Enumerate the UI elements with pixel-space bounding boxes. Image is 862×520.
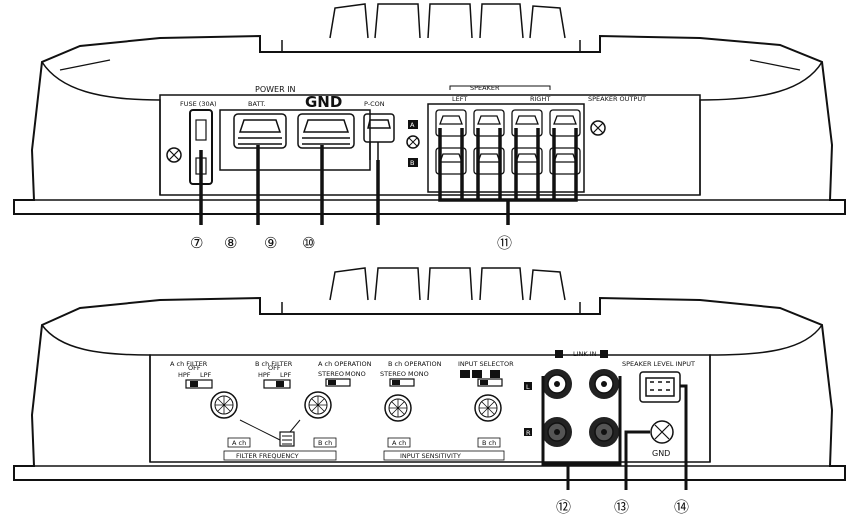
b-hpf-label: HPF [258,371,271,379]
a-gain-knob[interactable] [384,394,412,422]
right-screw-icon [590,120,606,136]
b-off-label: OFF [268,364,281,372]
bottom-amplifier-view: A ch FILTER B ch FILTER A ch OPERATION B… [13,267,846,516]
speaker-output-label: SPEAKER OUTPUT [588,95,646,103]
callout-leaders-bottom [541,376,688,490]
b-gain-knob[interactable] [474,394,502,422]
speaker-label: SPEAKER [470,84,500,92]
rcon-label: P-CON [364,100,385,108]
rca-jack-b-r[interactable] [589,417,619,447]
gnd-terminal [297,113,355,149]
speaker-terminals [435,109,581,175]
callout-10: ⑩ [302,234,315,252]
b-frequency-knob[interactable] [304,391,332,419]
gnd-small-label: GND [652,449,670,458]
a-ch-freq-tag: A ch [232,439,246,447]
callout-11: ⑪ [497,234,512,252]
rca-jack-b-l[interactable] [589,369,619,399]
a-stereo-label: STEREO [318,370,344,378]
input-selector-a-box [460,370,470,378]
filter-frequency-label: FILTER FREQUENCY [236,452,299,460]
b-filter-label: B ch FILTER [255,360,293,368]
top-heatsink-fins [281,3,581,53]
callout-9: ⑨ [264,234,277,252]
input-selector-switch[interactable] [477,378,503,387]
input-selector-ab-box [472,370,482,378]
a-operation-switch[interactable] [325,378,351,387]
bottom-heatsink-fins [281,267,581,315]
callout-7: ⑦ [190,234,203,252]
rca-jack-a-r[interactable] [542,417,572,447]
b-ch-freq-tag: B ch [318,439,332,447]
link-in-r-label: R [526,429,531,437]
speaker-level-input-connector[interactable] [639,371,681,403]
link-in-b-marker [600,350,608,358]
callout-8: ⑧ [224,234,237,252]
power-terminal-block [219,109,371,171]
b-lpf-label: LPF [280,371,292,379]
callout-14: ⑭ [674,498,689,516]
top-body-outline [13,34,846,215]
b-mono-label: MONO [408,370,429,378]
center-screw-icon [406,135,420,149]
ch-b-marker-text: B [410,159,414,167]
b-filter-switch[interactable] [263,379,291,389]
link-in-a-marker [555,350,563,358]
a-filter-label: A ch FILTER [170,360,208,368]
a-lpf-label: LPF [200,371,212,379]
speaker-wires [438,128,578,225]
gnd-screw-icon [650,420,674,444]
b-stereo-label: STEREO [380,370,406,378]
bottom-control-panel [149,354,711,463]
a-hpf-label: HPF [178,371,191,379]
callout-leaders-top [199,145,380,225]
speaker-terminal-block [427,103,585,193]
left-screw-icon [166,147,182,163]
b-operation-label: B ch OPERATION [388,360,442,368]
frequency-multiplier-switch[interactable] [279,431,295,447]
top-terminal-panel [159,94,701,196]
a-frequency-knob[interactable] [210,391,238,419]
a-mono-label: MONO [345,370,366,378]
input-selector-b-box [490,370,500,378]
rca-jack-a-l[interactable] [542,369,572,399]
ch-b-marker [408,158,418,167]
rcon-terminal [363,113,395,160]
top-amplifier-view: FUSE (30A) POWER IN BATT. GND P-CON A B [13,3,846,252]
speaker-level-input-label: SPEAKER LEVEL INPUT [622,360,695,368]
a-operation-label: A ch OPERATION [318,360,372,368]
a-off-label: OFF [188,364,201,372]
gnd-label: GND [305,93,342,111]
ch-a-marker-text: A [410,121,415,129]
right-label: RIGHT [530,95,550,103]
fuse-label: FUSE (30A) [180,100,217,108]
left-label: LEFT [452,95,467,103]
link-in-label: LINK IN [573,350,597,358]
link-in-l-label: L [526,383,530,391]
callout-12: ⑫ [556,498,571,516]
ch-a-marker [408,120,418,129]
b-operation-switch[interactable] [389,378,415,387]
a-ch-gain-tag: A ch [392,439,406,447]
a-filter-switch[interactable] [185,379,213,389]
input-sensitivity-label: INPUT SENSITIVITY [400,452,461,460]
b-ch-gain-tag: B ch [482,439,496,447]
batt-terminal [233,113,287,149]
batt-label: BATT. [248,100,266,108]
power-in-label: POWER IN [255,85,296,94]
input-selector-label: INPUT SELECTOR [458,360,514,368]
callout-13: ⑬ [614,498,629,516]
